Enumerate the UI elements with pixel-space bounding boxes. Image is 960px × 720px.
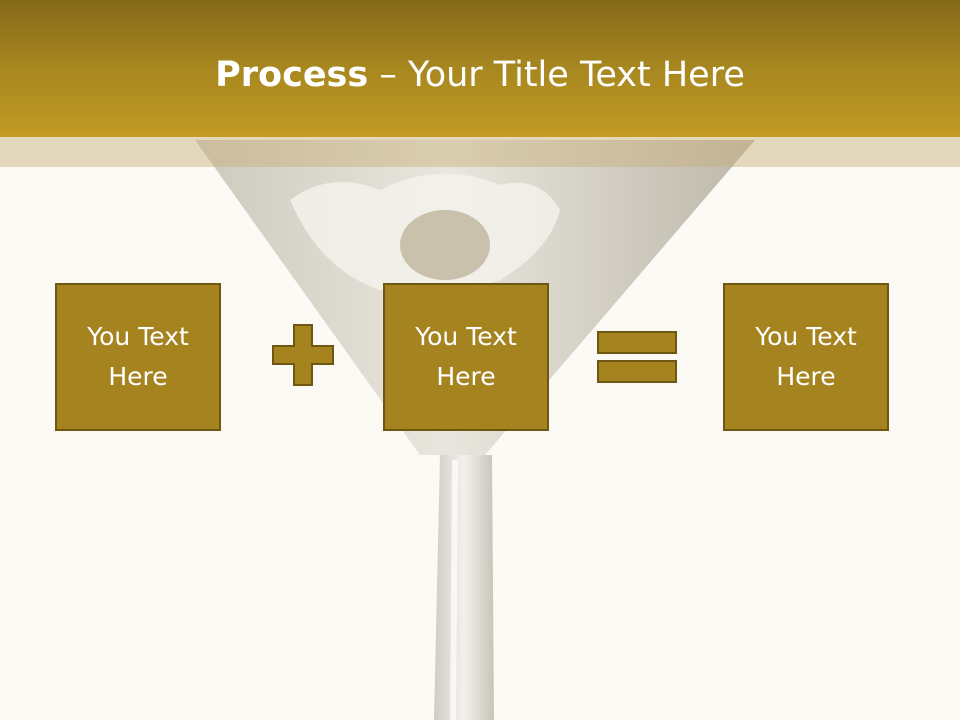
plus-icon — [272, 324, 334, 386]
process-box-1: You Text Here — [55, 283, 221, 431]
slide-title-rest: – Your Title Text Here — [368, 55, 745, 95]
process-box-3: You Text Here — [723, 283, 889, 431]
process-box-1-label: You Text Here — [87, 322, 189, 391]
title-band — [0, 137, 960, 167]
slide-title: Process – Your Title Text Here — [0, 52, 960, 98]
equals-icon — [597, 331, 677, 383]
process-box-2: You Text Here — [383, 283, 549, 431]
title-bar — [0, 0, 960, 137]
slide-title-bold: Process — [215, 55, 369, 95]
process-box-2-label: You Text Here — [415, 322, 517, 391]
process-box-3-label: You Text Here — [755, 322, 857, 391]
